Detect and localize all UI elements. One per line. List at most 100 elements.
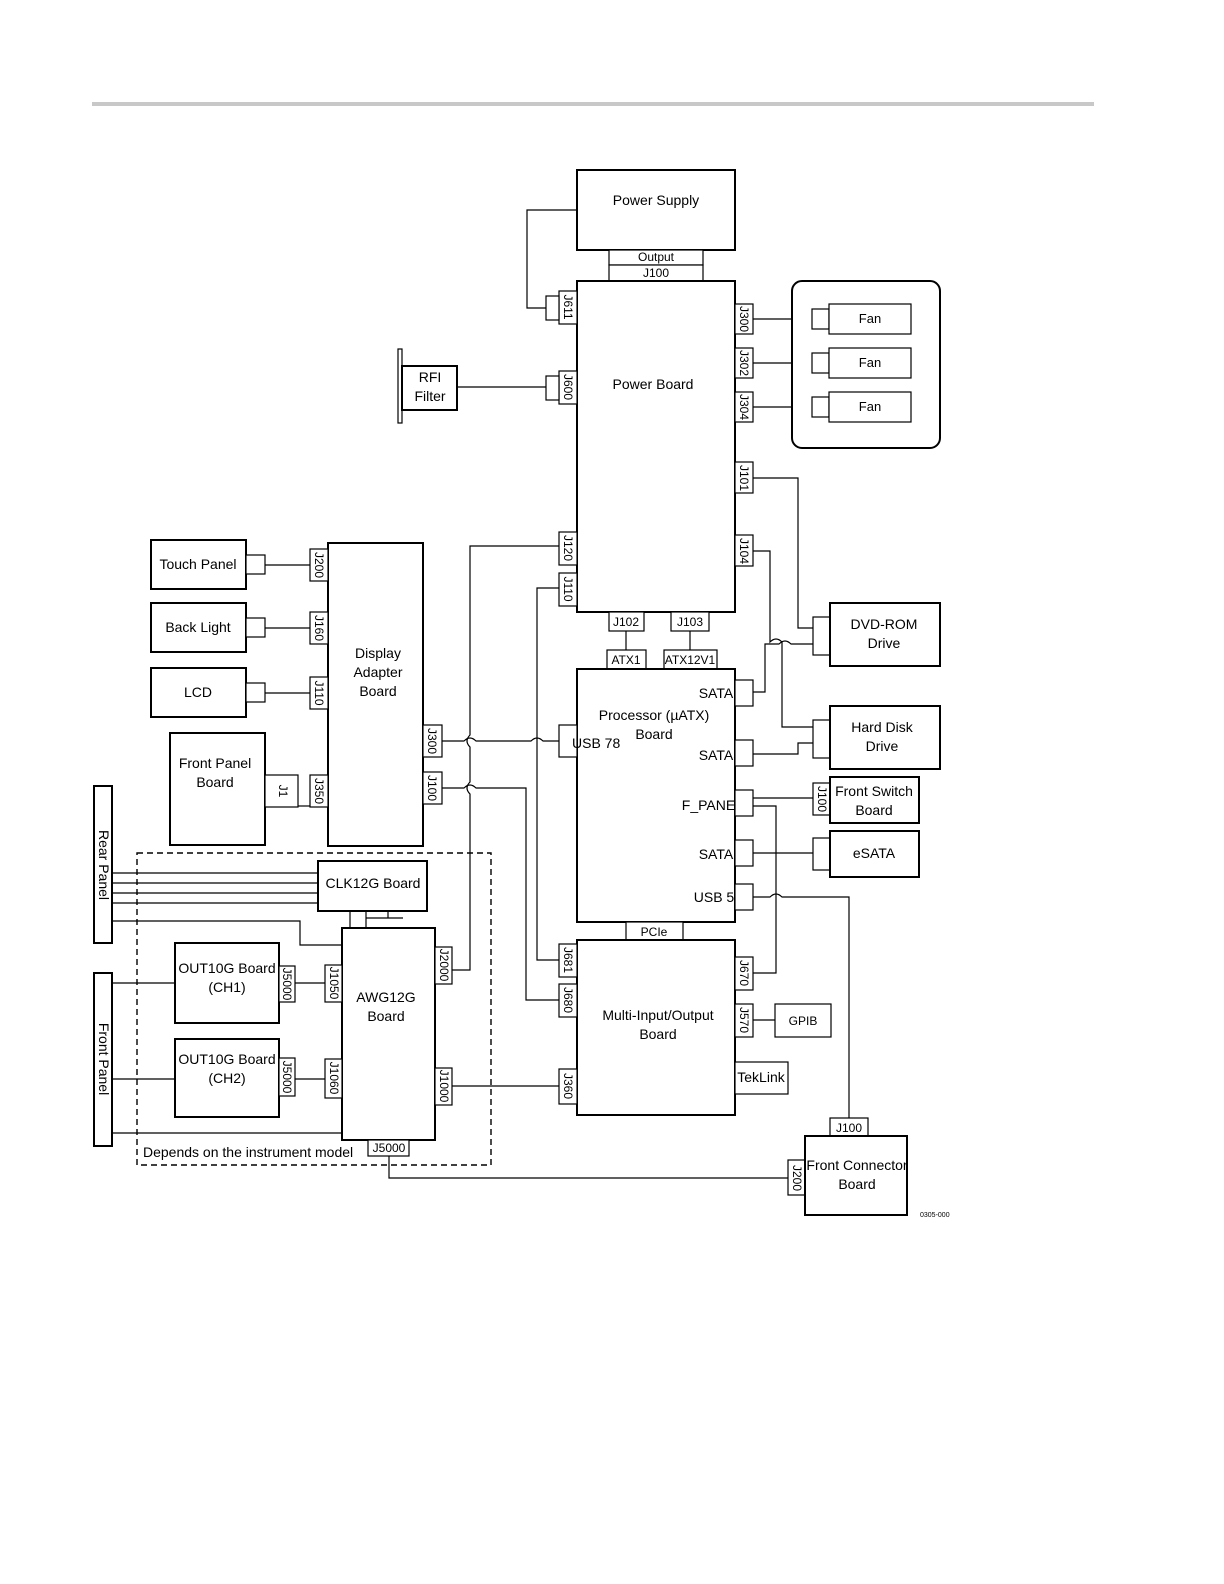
fcb-j100: J100 [836,1121,862,1135]
da-j300: J300 [425,728,439,754]
pb-j103: J103 [677,615,703,629]
fcb-j200: J200 [790,1165,804,1191]
power-board: Power Board J611 J600 J120 J110 J300 J30… [545,280,754,650]
wire-fpanel-j670 [753,805,777,974]
proc-sata5: SATA5 [699,747,741,763]
hard-disk-drive: Hard Disk Drive [812,705,941,770]
mio-j360: J360 [561,1073,575,1099]
mio-label-2: Board [639,1026,676,1042]
awg-label-1: AWG12G [356,989,415,1005]
display-adapter-board: Display Adapter Board J200 J160 J110 J35… [309,542,443,847]
front-connector-board: J100 J200 Front Connector Board 0305-000 [787,1117,950,1219]
back-light: Back Light [150,602,266,653]
fcb-label-2: Board [838,1176,875,1192]
out-ch1-label-1: OUT10G Board [178,960,275,976]
proc-label-1: Processor (µATX) [599,707,710,723]
mio-j680: J680 [561,987,575,1013]
da-label-1: Display [355,645,401,661]
power-supply-label: Power Supply [613,192,699,208]
pb-j300: J300 [737,306,751,332]
gpib-label: GPIB [789,1014,818,1028]
wire-rear-5 [112,920,342,946]
fan-1-label: Fan [859,311,881,326]
wire-usb56-fcb [753,893,850,1118]
mio-label-1: Multi-Input/Output [602,1007,713,1023]
hdd-label-1: Hard Disk [851,719,913,735]
da-j200: J200 [312,552,326,578]
da-label-2: Adapter [353,664,402,680]
rfi-label-1: RFI [419,369,442,385]
front-panel-label: Front Panel [96,1023,112,1095]
proc-usb78: USB 78 [572,735,620,751]
fan-group: Fan Fan Fan [791,280,941,449]
processor-board: ATX1 ATX12V1 Processor (µATX) Board SATA… [558,649,754,941]
dvd-label-1: DVD-ROM [851,616,918,632]
dvd-label-2: Drive [868,635,901,651]
touch-panel-label: Touch Panel [159,556,236,572]
depends-note: Depends on the instrument model [143,1144,353,1160]
wire-j120-j2000 [452,545,559,971]
pb-j102: J102 [613,615,639,629]
proc-pcie: PCIe [641,925,668,939]
fan-2-label: Fan [859,355,881,370]
da-j160: J160 [312,615,326,641]
wire-j104-hdd [753,550,813,728]
awg-j1000: J1000 [437,1070,451,1103]
awg-label-2: Board [367,1008,404,1024]
lcd-label: LCD [184,684,212,700]
rear-panel: Rear Panel [93,785,113,944]
front-panel-board: Front Panel Board J1 [169,732,299,846]
wire-clk-awg [349,911,403,928]
dvd-rom-drive: DVD-ROM Drive [812,602,941,667]
out-ch2-label-1: OUT10G Board [178,1051,275,1067]
awg-j2000: J2000 [437,949,451,982]
multi-io-board: Multi-Input/Output Board J681 J680 J360 … [558,939,832,1116]
awg-j1050: J1050 [327,967,341,1000]
model-dependent-group: Depends on the instrument model CLK12G B… [136,852,492,1166]
fsb-label-2: Board [855,802,892,818]
esata-label: eSATA [853,845,896,861]
touch-panel: Touch Panel [150,539,266,590]
fpb-label-1: Front Panel [179,755,251,771]
wire-j110-j681 [536,587,559,961]
da-j110: J110 [312,680,326,705]
out-ch2-label-2: (CH2) [208,1070,245,1086]
pb-j304: J304 [737,394,751,420]
out-ch2-j5000: J5000 [280,1061,294,1094]
proc-f-panel: F_PANEL [682,797,743,813]
fan-3-label: Fan [859,399,881,414]
header-rule [92,102,1094,106]
pb-j120: J120 [561,535,575,561]
teklink-label: TekLink [737,1069,785,1085]
wire-j100-j680 [442,784,559,1001]
figure-code: 0305-000 [920,1212,950,1219]
fpb-j1: J1 [276,785,290,798]
pb-j302: J302 [737,350,751,376]
ps-j100-label: J100 [643,266,669,280]
proc-atx1: ATX1 [611,653,640,667]
wire-sata5-hdd [753,742,813,755]
out-ch1-label-2: (CH1) [208,979,245,995]
front-panel: Front Panel [93,972,113,1147]
fcb-label-1: Front Connector [806,1157,907,1173]
hdd-label-2: Drive [866,738,899,754]
mio-j570: J570 [737,1007,751,1033]
da-label-3: Board [359,683,396,699]
wire-j101-dvd [753,477,813,629]
wire-ps-j611 [526,209,577,309]
wire-sata6-dvd [753,640,813,693]
da-j100: J100 [425,775,439,801]
pb-j110: J110 [561,576,575,601]
fsb-label-1: Front Switch [835,783,913,799]
lcd: LCD [150,667,266,718]
awg-j5000: J5000 [373,1141,406,1155]
power-board-label: Power Board [613,376,694,392]
power-supply: Power Supply Output J100 [576,169,736,282]
clk12g-label: CLK12G Board [326,875,421,891]
rear-panel-label: Rear Panel [96,830,112,900]
pb-j611: J611 [561,294,575,319]
pb-j101: J101 [737,465,751,491]
pb-j104: J104 [737,538,751,564]
fsb-j100: J100 [815,786,829,812]
